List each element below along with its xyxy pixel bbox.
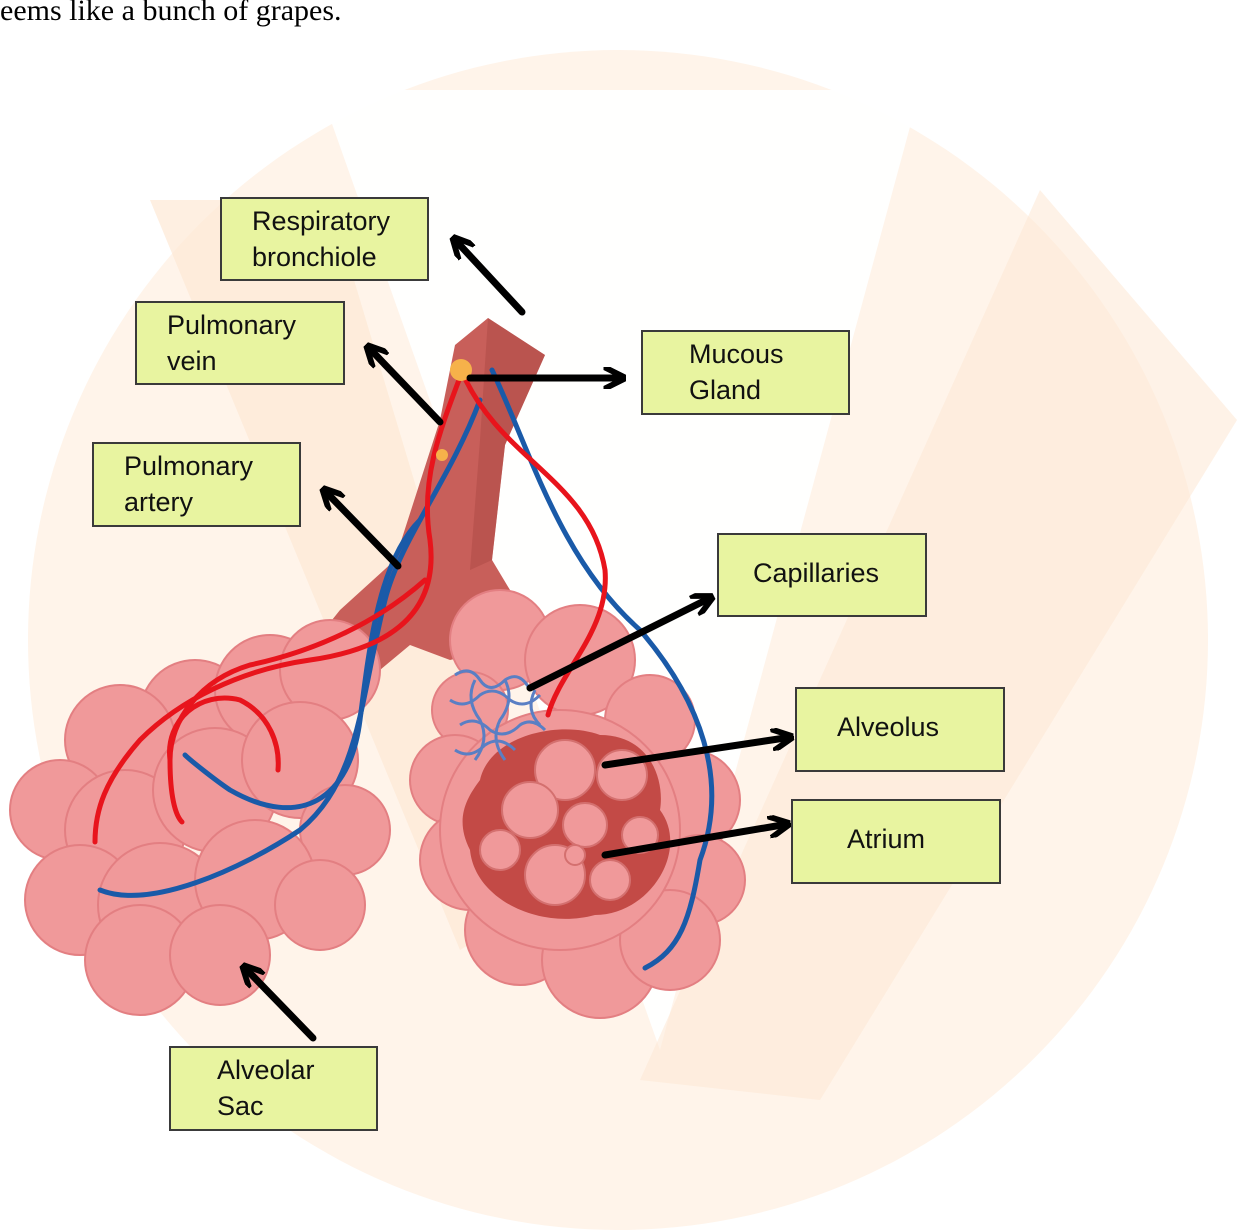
label-alveolus: Alveolus [795, 687, 1005, 772]
label-capillaries: Capillaries [717, 533, 927, 617]
label-pulmonary-vein: Pulmonary vein [135, 301, 345, 385]
label-respiratory-bronchiole: Respiratory bronchiole [220, 197, 429, 281]
label-alveolar-sac: Alveolar Sac [169, 1046, 378, 1131]
label-mucous-gland: Mucous Gland [641, 330, 850, 415]
label-pulmonary-artery: Pulmonary artery [92, 442, 301, 527]
label-atrium: Atrium [791, 799, 1001, 884]
gland-small-dot [436, 449, 448, 461]
